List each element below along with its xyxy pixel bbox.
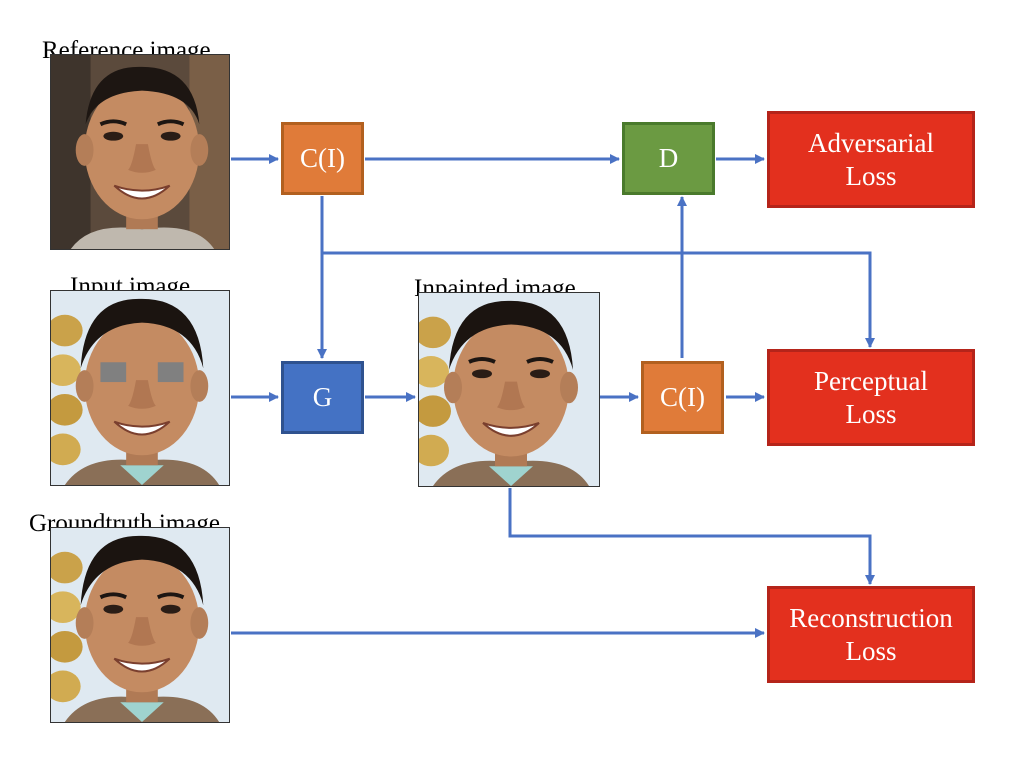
c-top-node: C(I): [281, 122, 364, 195]
adversarial-loss-line1: Adversarial: [808, 128, 934, 159]
c-mid-node: C(I): [641, 361, 724, 434]
arrow-inpainted-to-reconstruction: [508, 488, 875, 585]
reconstruction-loss-node: Reconstruction Loss: [767, 586, 975, 683]
reconstruction-loss-line2: Loss: [845, 635, 897, 666]
perceptual-loss-line1: Perceptual: [814, 366, 928, 397]
reference-image: [50, 54, 230, 250]
input-image: [50, 290, 230, 486]
inpainted-image: [418, 292, 600, 487]
generator-node: G: [281, 361, 364, 434]
perceptual-loss-line2: Loss: [845, 398, 897, 429]
adversarial-loss-line2: Loss: [845, 160, 897, 191]
reconstruction-loss-line1: Reconstruction: [789, 603, 953, 634]
perceptual-loss-node: Perceptual Loss: [767, 349, 975, 446]
groundtruth-image: [50, 527, 230, 723]
adversarial-loss-node: Adversarial Loss: [767, 111, 975, 208]
discriminator-node: D: [622, 122, 715, 195]
